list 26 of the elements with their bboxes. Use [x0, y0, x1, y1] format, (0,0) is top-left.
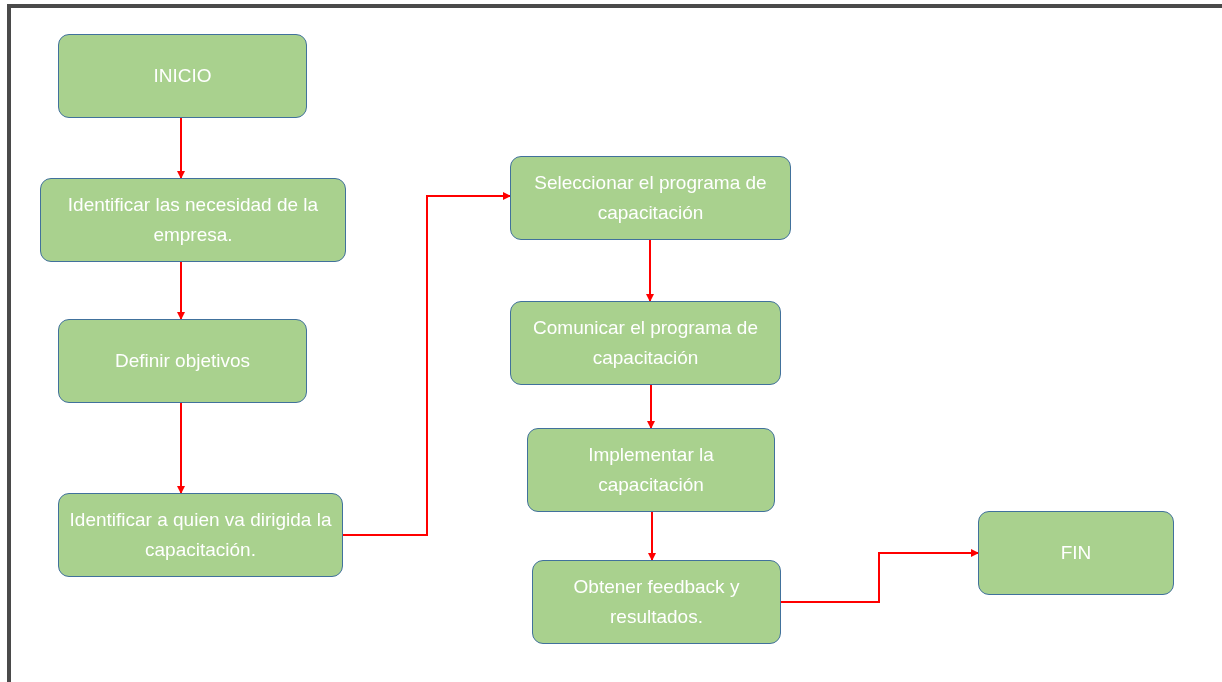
step-text: FIN	[1060, 541, 1092, 565]
process-box	[532, 560, 781, 644]
arrow	[780, 549, 979, 603]
process-box	[510, 301, 781, 385]
process-box	[58, 34, 307, 118]
process-box	[58, 493, 343, 577]
step-text: Comunicar el programa de capacitación	[532, 316, 759, 370]
step-text: Definir objetivos	[114, 349, 251, 373]
step-text: Obtener feedback y resultados.	[572, 575, 741, 629]
step-text: Implementar la capacitación	[587, 443, 715, 497]
process-box	[510, 156, 791, 240]
arrow	[177, 261, 185, 320]
step-text: INICIO	[153, 64, 212, 88]
process-box	[978, 511, 1174, 595]
step-text: Identificar a quien va dirigida la capacitación.	[69, 508, 332, 562]
step-text: Identificar las necesidad de la empresa.	[66, 193, 320, 247]
arrow	[342, 192, 511, 536]
process-box	[58, 319, 307, 403]
step-text: Seleccionar el programa de capacitación	[533, 171, 768, 225]
process-box	[40, 178, 346, 262]
arrow	[177, 402, 185, 494]
arrow	[647, 384, 655, 429]
process-box	[527, 428, 775, 512]
arrow	[646, 239, 654, 302]
arrow	[648, 511, 656, 561]
arrow	[177, 117, 185, 179]
